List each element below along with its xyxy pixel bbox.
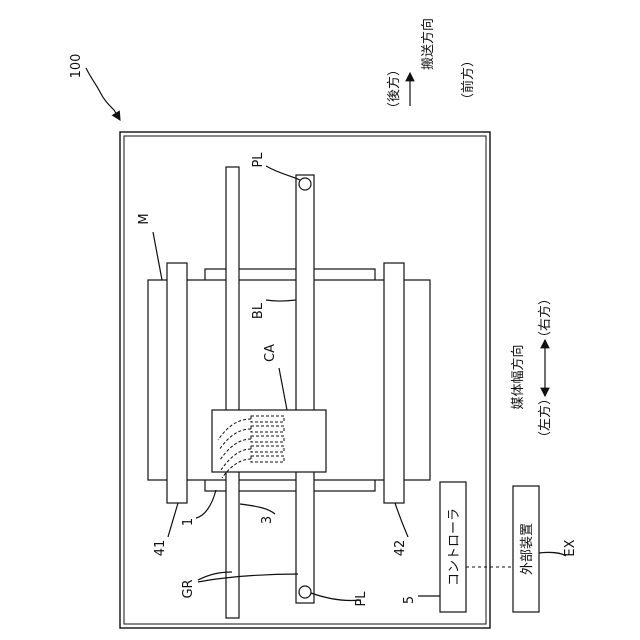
external-device-label: 外部装置 — [520, 523, 535, 575]
leader-medium — [153, 232, 162, 280]
pulley-top — [299, 178, 311, 190]
ref-label-pulley-top: PL — [251, 152, 266, 168]
width-left-label: （左方） — [537, 392, 553, 444]
width-direction-title: 媒体幅方向 — [510, 344, 526, 409]
transport-front-label: （前方） — [460, 54, 476, 106]
ref-label-belt: BL — [251, 302, 266, 319]
leader-guide-rail-num — [240, 504, 275, 514]
transport-direction-title: 搬送方向 — [420, 18, 436, 70]
belt — [296, 175, 314, 603]
controller-label: コントローラ — [447, 508, 462, 586]
carriage — [212, 410, 326, 472]
width-right-label: （右方） — [537, 292, 553, 344]
pulley-bottom — [299, 586, 311, 598]
ref-label-medium: M — [137, 213, 152, 224]
ref-label-head: 1 — [181, 518, 196, 526]
ref-label-controller-num: 5 — [402, 596, 417, 604]
ref-label-carriage: CA — [263, 344, 278, 362]
leader-head — [196, 490, 216, 518]
roller-42 — [384, 263, 404, 503]
leader-pulley-top — [266, 166, 300, 180]
ref-label-roller-41: 41 — [153, 540, 168, 557]
ref-label-guide-rail: GR — [181, 579, 196, 598]
ref-label-100: 100 — [69, 54, 84, 79]
roller-41 — [167, 263, 187, 503]
leader-roller-41 — [168, 503, 178, 537]
ref-label-roller-42: 42 — [393, 540, 408, 557]
guide-rail — [226, 167, 239, 618]
leader-100 — [86, 68, 120, 120]
leader-guide-rail-b — [198, 574, 298, 582]
ref-label-external: EX — [563, 539, 578, 556]
ref-label-pulley-bottom: PL — [354, 591, 369, 607]
ref-label-guide-rail-num: 3 — [260, 516, 275, 524]
leader-external — [539, 552, 566, 556]
leader-roller-42 — [395, 503, 408, 537]
transport-rear-label: （後方） — [386, 63, 402, 115]
